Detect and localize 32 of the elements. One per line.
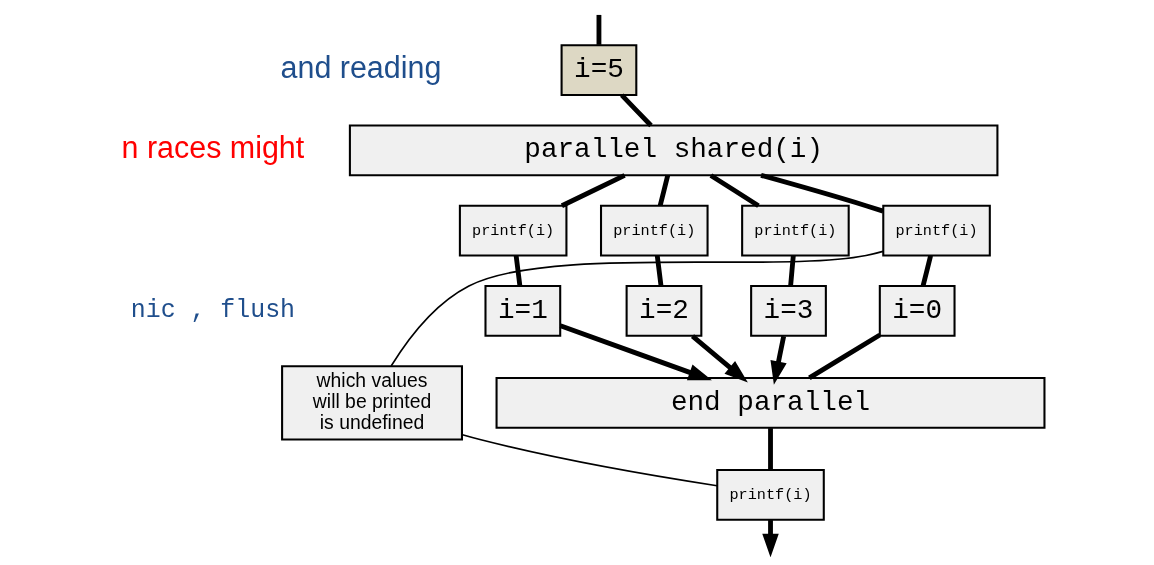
arrow [769, 335, 787, 385]
label: n races might [121, 130, 304, 165]
node-box: printf(i) [458, 204, 567, 257]
connector [619, 93, 653, 128]
connector [654, 255, 663, 287]
connector [807, 332, 881, 380]
arrow [761, 520, 779, 557]
connector [461, 433, 718, 487]
node-box: i=5 [560, 44, 637, 97]
node-box: i=0 [878, 284, 956, 337]
connector [920, 255, 933, 287]
node-box: end parallel [495, 376, 1045, 429]
node-box: printf(i) [740, 204, 850, 257]
arrow [559, 323, 712, 381]
node-box: printf(i) [715, 468, 825, 521]
connector [596, 14, 601, 45]
connector [513, 255, 522, 287]
node-box: parallel shared(i) [348, 124, 998, 177]
connector [657, 174, 670, 207]
connector [787, 255, 796, 287]
label: nic , flush [130, 295, 295, 324]
node-box: i=1 [483, 284, 561, 337]
connector [389, 250, 884, 367]
node-box: which values will be printed is undefined [280, 365, 463, 441]
node-box: printf(i) [881, 204, 991, 257]
connector [767, 428, 773, 470]
arrow [690, 334, 748, 383]
node-box: i=3 [749, 284, 827, 337]
node-box: printf(i) [599, 204, 709, 257]
node-box: i=2 [625, 284, 702, 337]
connector [709, 173, 760, 208]
label: and reading [280, 49, 441, 84]
